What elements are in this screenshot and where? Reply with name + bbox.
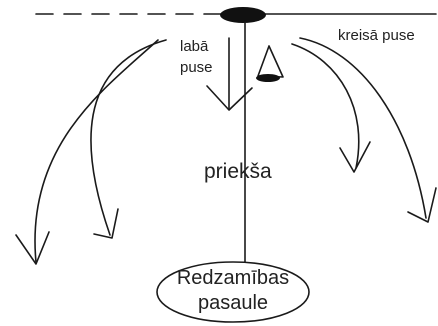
right-side-label-line2: puse xyxy=(180,59,213,76)
cone-base-shape xyxy=(256,74,280,82)
observer-head-shape xyxy=(220,7,266,23)
visible-world-label-line1: Redzamības xyxy=(177,267,289,289)
left-curve-arrow-outer-head xyxy=(15,231,50,265)
right-curve-arrow-inner xyxy=(291,43,360,169)
right-curve-arrow-inner-head xyxy=(339,141,371,173)
right-side-arrow-head xyxy=(206,85,253,111)
right-curve-arrow-outer-head xyxy=(407,187,437,223)
visible-world-oval xyxy=(156,261,310,323)
visible-world-label-line2: pasaule xyxy=(198,292,268,314)
left-side-label: kreisā puse xyxy=(338,27,415,44)
right-curve-arrow-outer xyxy=(299,37,427,219)
right-side-label-line1: labā xyxy=(180,38,209,55)
cone-icon xyxy=(257,45,284,78)
left-curve-arrow-outer xyxy=(34,39,159,263)
left-curve-arrow-inner xyxy=(90,39,167,236)
left-curve-arrow-inner-head xyxy=(93,208,119,239)
front-label: priekša xyxy=(204,160,272,183)
